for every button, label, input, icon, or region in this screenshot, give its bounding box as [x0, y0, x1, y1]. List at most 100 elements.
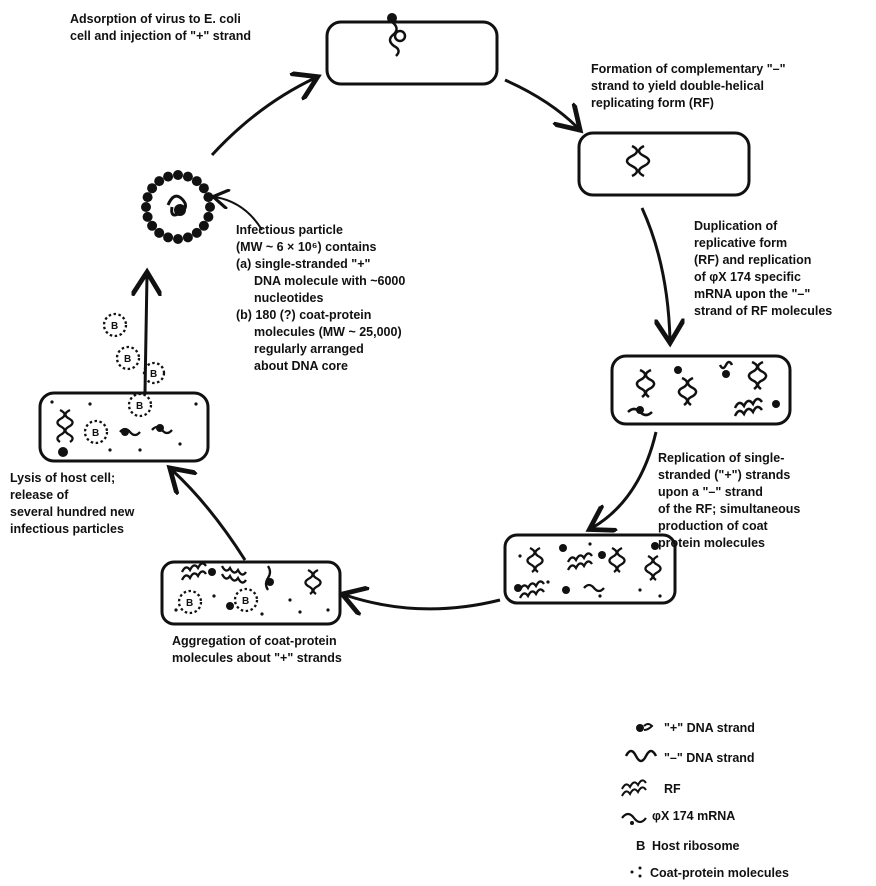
legend-plus-strand-icon [636, 723, 654, 732]
arrow-cell3-to-cell4 [592, 431, 658, 528]
caption-formation: Formation of complementary "–" strand to … [591, 62, 786, 110]
caption-adsorption-line: cell and injection of "+" strand [70, 29, 251, 43]
caption-infectious-line: molecules (MW ~ 25,000) [254, 325, 402, 339]
legend-label-minus-strand: "–" DNA strand [664, 751, 755, 765]
coat-bead [191, 227, 202, 238]
coat-bead [142, 211, 153, 222]
coat-bead [147, 183, 158, 194]
caption-replication-line: production of coat [658, 519, 769, 533]
caption-formation-line: strand to yield double-helical [591, 79, 764, 93]
caption-replication-line: protein molecules [658, 536, 765, 550]
aggregation-ribosome-letter-a: B [186, 598, 193, 609]
coat-bead [163, 232, 174, 243]
cycle-arrows [145, 78, 670, 609]
legend-label-ribosome: Host ribosome [652, 839, 740, 853]
coat-bead [198, 183, 209, 194]
caption-infectious-line: about DNA core [254, 359, 348, 373]
caption-lysis-line: Lysis of host cell; [10, 471, 115, 485]
caption-replication: Replication of single-stranded ("+") str… [658, 451, 800, 550]
coat-bead [203, 211, 214, 222]
arrow-cell5-to-cell6 [172, 470, 247, 561]
legend-rf-icon [621, 779, 647, 797]
particle-a [102, 312, 128, 338]
legend: B "+" DNA strand "–" DNA strand RF φX 17… [621, 721, 789, 880]
caption-infectious-line: DNA molecule with ~6000 [254, 274, 405, 288]
cell-duplication [610, 354, 792, 426]
cell-rf-formation [577, 131, 751, 197]
caption-infectious-line: regularly arranged [254, 342, 364, 356]
virus-injecting-icon [387, 13, 407, 57]
legend-ribosome-icon: B [636, 838, 645, 853]
cell-lysis: B [38, 391, 210, 463]
cell-adsorption [325, 13, 499, 86]
rf-horizontal [733, 397, 764, 409]
particle-a-ribosome-letter: B [111, 321, 118, 332]
caption-replication-line: stranded ("+") strands [658, 468, 790, 482]
caption-formation-line: Formation of complementary "–" [591, 62, 786, 76]
aggregation-ribosome-letter-b: B [242, 596, 249, 607]
particle-b-ribosome-letter: B [124, 354, 131, 365]
caption-duplication-line: mRNA upon the "–" [694, 287, 810, 301]
coat-bead [203, 192, 214, 203]
caption-lysis-line: release of [10, 488, 69, 502]
arrow-to-cell-1 [210, 78, 315, 157]
coat-bead [173, 170, 183, 180]
legend-mrna-icon [621, 812, 647, 825]
coat-bead [191, 176, 202, 187]
mrna-b [718, 360, 734, 370]
particle-d [127, 392, 153, 418]
released-particles [102, 312, 166, 418]
caption-duplication-line: strand of RF molecules [694, 304, 832, 318]
caption-formation-line: replicating form (RF) [591, 96, 714, 110]
caption-replication-line: upon a "–" strand [658, 485, 763, 499]
cell-aggregation: B B [160, 560, 342, 626]
infectious-particle-icon [141, 170, 215, 244]
caption-lysis-line: infectious particles [10, 522, 124, 536]
coat-bead [205, 202, 215, 212]
arrow-label-to-particle [215, 197, 263, 231]
caption-aggregation-line: Aggregation of coat-protein [172, 634, 337, 648]
caption-duplication-line: of φX 174 specific [694, 270, 801, 284]
coat-bead [147, 220, 158, 231]
lysis-ribosome-letter: B [92, 428, 99, 439]
arrow-cell4-to-cell5 [345, 595, 501, 609]
coat-bead [182, 232, 193, 243]
caption-aggregation-line: molecules about "+" strands [172, 651, 342, 665]
caption-adsorption: Adsorption of virus to E. coli cell and i… [70, 12, 251, 43]
caption-replication-line: of the RF; simultaneous [658, 502, 800, 516]
caption-duplication-line: replicative form [694, 236, 787, 250]
particle-c [142, 361, 166, 385]
legend-coat-protein-icon [630, 866, 642, 878]
arrow-cell1-to-cell2 [504, 78, 578, 128]
coat-bead [173, 234, 183, 244]
rf-double-helix-icon [625, 144, 651, 178]
caption-infectious-line: (MW ~ 6 × 10⁶) contains [236, 240, 377, 254]
particle-d-ribosome-letter: B [136, 401, 143, 412]
coat-bead [182, 171, 193, 182]
caption-adsorption-line: Adsorption of virus to E. coli [70, 12, 241, 26]
caption-infectious-line: nucleotides [254, 291, 324, 305]
legend-label-plus-strand: "+" DNA strand [664, 721, 755, 735]
particle-c-ribosome-letter: B [150, 369, 157, 380]
caption-lysis-line: several hundred new [10, 505, 135, 519]
ribosome-a [636, 406, 644, 414]
caption-lysis: Lysis of host cell; release of several hun… [10, 471, 135, 536]
legend-label-coat-protein: Coat-protein molecules [650, 866, 789, 880]
legend-label-mrna: φX 174 mRNA [652, 809, 735, 823]
caption-infectious-line: (a) single-stranded "+" [236, 257, 371, 271]
coat-bead [142, 192, 153, 203]
coat-bead [198, 220, 209, 231]
caption-aggregation: Aggregation of coat-protein molecules abo… [172, 634, 342, 665]
coat-bead [154, 176, 165, 187]
caption-duplication-line: Duplication of [694, 219, 778, 233]
legend-minus-strand-icon [624, 749, 658, 763]
coat-bead [154, 227, 165, 238]
caption-infectious-line: Infectious particle [236, 223, 343, 237]
particle-b [115, 345, 141, 371]
legend-label-rf: RF [664, 782, 681, 796]
arrow-cell6-to-particles [145, 275, 147, 393]
caption-replication-line: Replication of single- [658, 451, 784, 465]
